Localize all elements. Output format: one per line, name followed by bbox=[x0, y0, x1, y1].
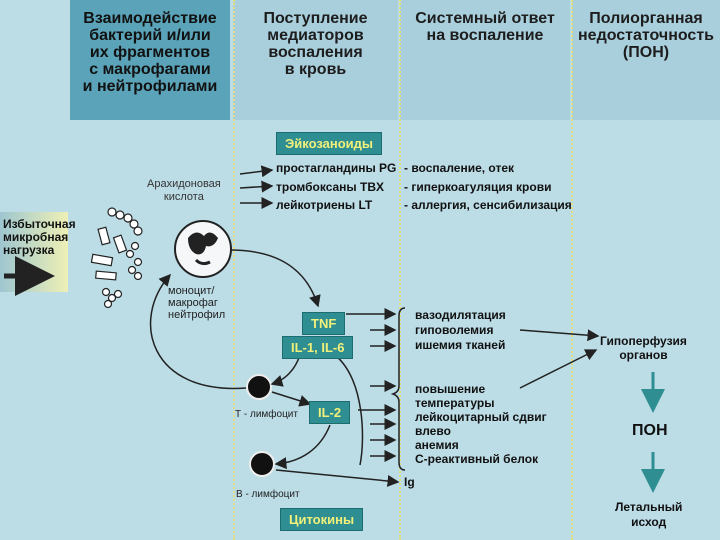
arrow-il-tcell bbox=[270, 354, 301, 387]
effect-tbx: - гиперкоагуляция крови bbox=[404, 180, 552, 194]
divider-2 bbox=[399, 0, 401, 540]
response-group-1: вазодилятация гиповолемия ишемия тканей bbox=[415, 308, 506, 352]
arrow-tcell-macrophage bbox=[149, 273, 247, 390]
response-group-2: повышение температуры лейкоцитарный сдви… bbox=[415, 382, 547, 466]
response-brace bbox=[390, 307, 406, 471]
header-mediators: Поступление медиаторов воспаления в кров… bbox=[233, 0, 398, 120]
arrow-macrophage-tnf bbox=[229, 249, 321, 308]
mediator-lt: лейкотриены LT bbox=[276, 198, 373, 212]
tag-cytokines: Цитокины bbox=[280, 508, 364, 531]
macrophage-icon bbox=[174, 220, 232, 278]
tag-eicosanoids: Эйкозаноиды bbox=[276, 132, 383, 155]
t-lymphocyte-label: Т - лимфоцит bbox=[235, 409, 298, 420]
divider-3 bbox=[571, 0, 573, 540]
t-lymphocyte-icon bbox=[246, 374, 272, 400]
tag-tnf: TNF bbox=[302, 312, 346, 335]
arrow-group2-hypoperfusion bbox=[519, 349, 598, 389]
tag-il-2: IL-2 bbox=[309, 401, 351, 424]
arrow-tbx bbox=[239, 180, 274, 193]
arrow-bcell-ig bbox=[275, 469, 400, 487]
mediator-tbx: тромбоксаны TBX bbox=[276, 180, 385, 194]
header-systemic-response: Системный ответ на воспаление bbox=[400, 0, 570, 120]
arrow-pg bbox=[239, 165, 274, 178]
effect-pg: - воспаление, отек bbox=[404, 161, 515, 175]
bacteria-icon bbox=[90, 207, 143, 309]
ig-label: Ig bbox=[404, 475, 415, 489]
header-organ-failure: Полиорганная недостаточность (ПОН) bbox=[572, 0, 720, 120]
arachidonic-acid-label: Арахидоновая кислота bbox=[147, 178, 221, 203]
monocyte-label: моноцит/ макрофаг нейтрофил bbox=[168, 285, 226, 321]
lethal-outcome-label: Летальный исход bbox=[615, 500, 683, 529]
hypoperfusion-label: Гипоперфузия органов bbox=[600, 334, 687, 362]
mediator-pg: простагландины PG bbox=[276, 161, 397, 175]
b-lymphocyte-icon bbox=[249, 451, 275, 477]
arrow-group1-hypoperfusion bbox=[519, 329, 600, 342]
arrow-il2-bcell bbox=[274, 424, 331, 470]
header-bacteria-interaction: Взаимодействие бактерий и/или их фрагмен… bbox=[70, 0, 230, 120]
microbial-load-label: Избыточная микробная нагрузка bbox=[3, 217, 76, 257]
arrow-tcell-il2 bbox=[271, 391, 312, 407]
effect-lt: - аллергия, сенсибилизация bbox=[404, 198, 572, 212]
divider-1 bbox=[233, 0, 235, 540]
pon-label: ПОН bbox=[632, 422, 668, 439]
b-lymphocyte-label: В - лимфоцит bbox=[236, 489, 300, 500]
tag-il-1-il-6: IL-1, IL-6 bbox=[282, 336, 354, 359]
